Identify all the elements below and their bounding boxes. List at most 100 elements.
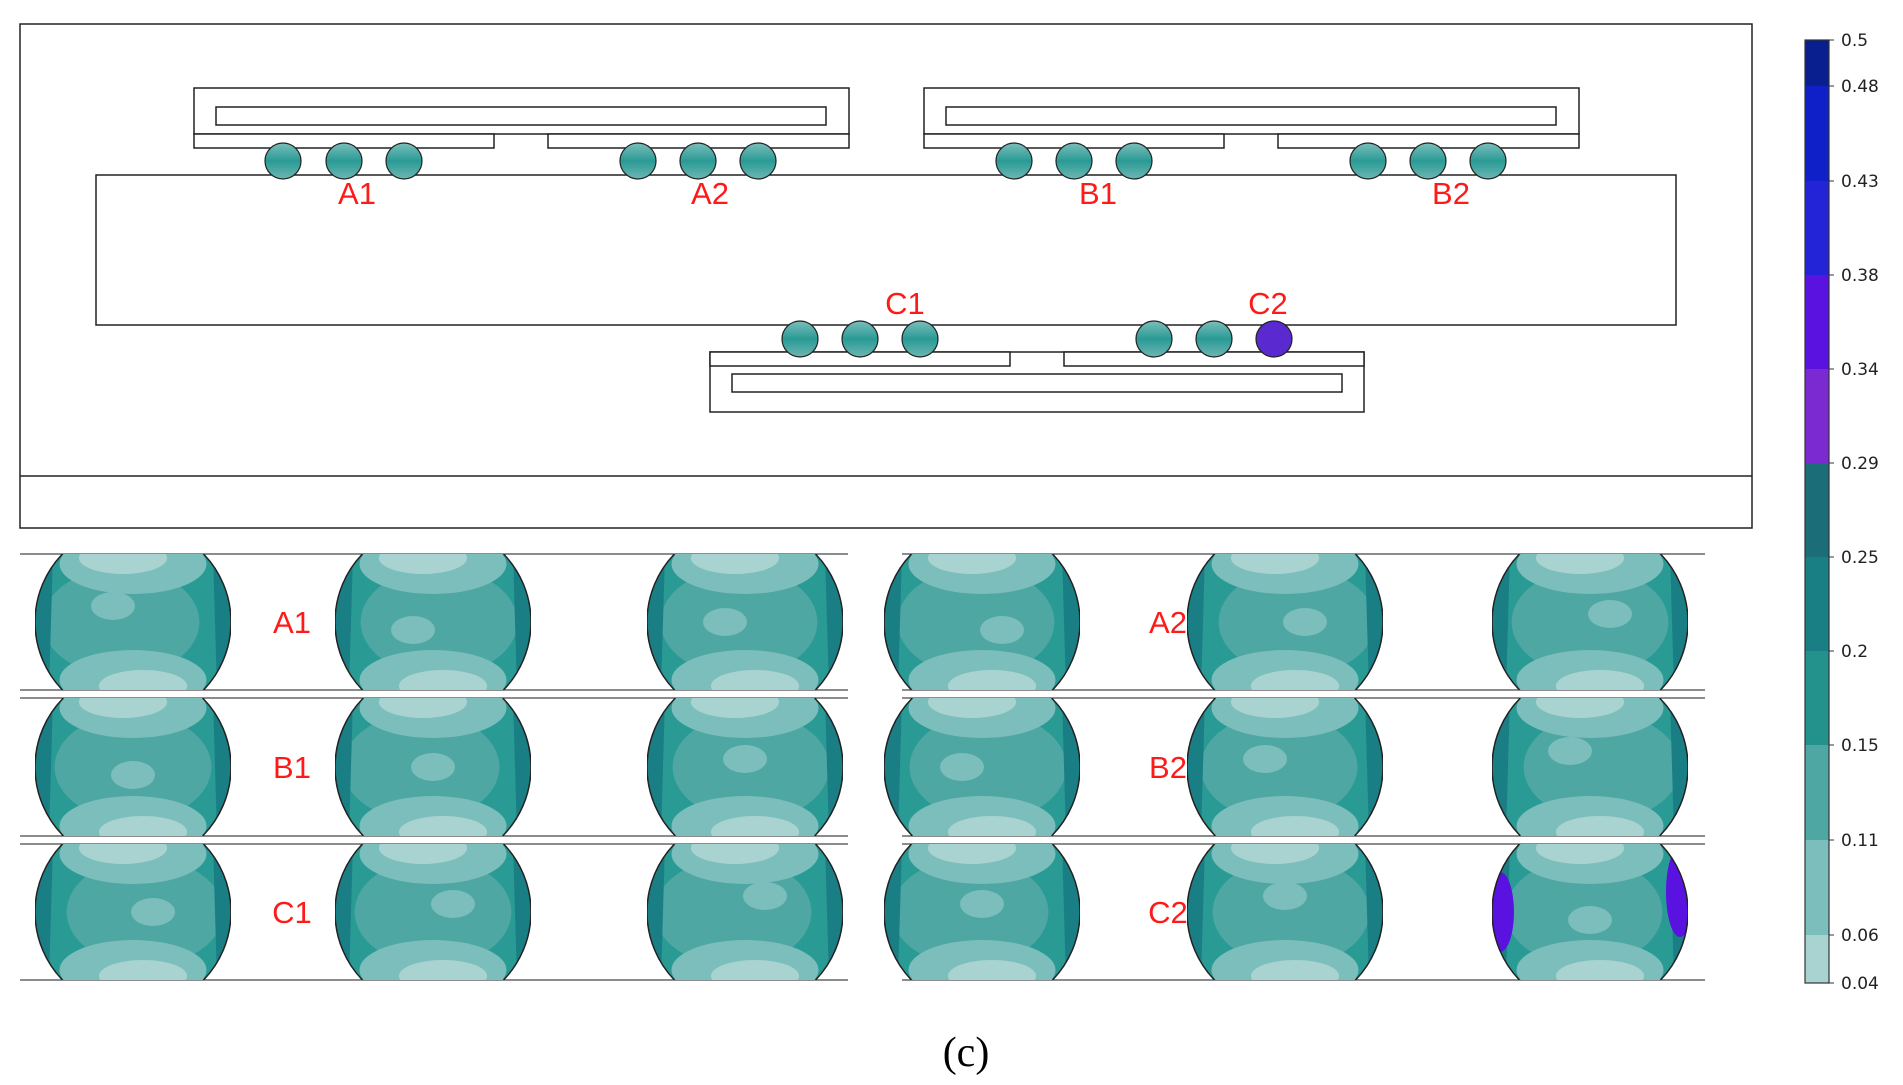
colorbar-tick-label: 0.34 — [1841, 360, 1879, 380]
contour-band — [360, 568, 518, 676]
ball-outline — [814, 698, 843, 836]
contour-band — [411, 753, 455, 781]
contour-band — [710, 670, 800, 690]
colorbar: 0.50.480.430.380.340.290.250.20.150.110.… — [1804, 31, 1879, 994]
colorbar-tick-label: 0.38 — [1841, 266, 1879, 286]
ball-outline — [884, 554, 912, 690]
contour-band — [1511, 568, 1669, 676]
contour-band — [980, 616, 1024, 644]
solder-ball-contour — [1492, 844, 1688, 980]
solder-ball-contour — [884, 554, 1080, 690]
contour-band — [91, 592, 135, 620]
contour-band — [1588, 600, 1632, 628]
contour-band — [947, 816, 1037, 836]
solder-ball-contour — [1492, 554, 1688, 690]
solder-ball — [619, 142, 657, 180]
label-a1: A1 — [338, 176, 376, 211]
ball-outline — [335, 844, 363, 980]
contour-band — [98, 670, 188, 690]
colorbar-segment — [1805, 181, 1829, 275]
solder-ball-contour — [35, 554, 231, 690]
solder-ball — [1255, 320, 1293, 358]
ball-outline — [1051, 698, 1080, 836]
colorbar-tick-label: 0.43 — [1841, 172, 1879, 192]
colorbar-segment — [1805, 86, 1829, 181]
ball-outline — [1187, 698, 1216, 836]
detail-panel-a1: A1 — [20, 553, 848, 691]
contour-band — [927, 844, 1017, 864]
colorbar-tick-label: 0.06 — [1841, 926, 1879, 946]
contour-band — [42, 568, 200, 676]
solder-ball-contour — [884, 698, 1080, 836]
contour-band — [378, 698, 468, 718]
ball-outline — [884, 698, 913, 836]
solder-ball — [1135, 320, 1173, 358]
detail-panel-a2: A2 — [884, 553, 1705, 691]
detail-label: C2 — [1148, 895, 1188, 930]
ball-outline — [1660, 554, 1688, 690]
solder-ball — [325, 142, 363, 180]
ball-outline — [1660, 844, 1688, 980]
solder-ball — [1055, 142, 1093, 180]
contour-band — [1230, 698, 1320, 718]
ball-outline — [335, 698, 364, 836]
solder-ball-contour — [335, 844, 531, 980]
contour-band — [690, 554, 780, 574]
detail-panel-c2: C2 — [884, 843, 1705, 981]
contour-band — [947, 960, 1037, 980]
ball-outline — [1354, 698, 1383, 836]
contour-band — [723, 745, 767, 773]
detail-label: A1 — [273, 605, 311, 640]
contour-band — [398, 960, 488, 980]
colorbar-tick-label: 0.2 — [1841, 642, 1868, 662]
solder-balls-top — [264, 142, 1507, 180]
ball-outline — [1659, 698, 1688, 836]
ball-outline — [1187, 844, 1215, 980]
contour-band — [1568, 906, 1612, 934]
solder-ball-contour — [647, 554, 843, 690]
detail-panel-b1: B1 — [20, 697, 848, 837]
ball-outline — [203, 844, 231, 980]
solder-ball — [901, 320, 939, 358]
detail-panel-b2: B2 — [884, 697, 1705, 837]
contour-band — [1243, 745, 1287, 773]
solder-ball-contour — [35, 844, 231, 980]
contour-band — [940, 753, 984, 781]
ball-outline — [884, 844, 912, 980]
solder-ball — [781, 320, 819, 358]
ball-outline — [1492, 844, 1520, 980]
chip-b — [923, 87, 1580, 149]
contour-band — [1666, 847, 1688, 937]
colorbar-tick-label: 0.5 — [1841, 31, 1868, 51]
ball-outline — [1492, 698, 1521, 836]
colorbar-tick-label: 0.29 — [1841, 454, 1879, 474]
colorbar-segment — [1805, 745, 1829, 840]
ball-outline — [35, 844, 63, 980]
ball-outline — [503, 844, 531, 980]
ball-outline — [202, 698, 231, 836]
colorbar-tick-label: 0.48 — [1841, 77, 1879, 97]
colorbar-segment — [1805, 275, 1829, 369]
contour-band — [960, 890, 1004, 918]
ball-outline — [502, 698, 531, 836]
solder-ball-contour — [647, 698, 843, 836]
contour-band — [98, 816, 188, 836]
solder-ball-contour — [1187, 844, 1383, 980]
solder-balls-bottom — [781, 320, 1293, 358]
contour-band — [1555, 670, 1645, 690]
contour-band — [98, 960, 188, 980]
contour-band — [1548, 737, 1592, 765]
contour-band — [947, 670, 1037, 690]
colorbar-segment — [1805, 463, 1829, 557]
colorbar-tick-label: 0.11 — [1841, 831, 1879, 851]
ball-outline — [647, 844, 675, 980]
ball-outline — [815, 554, 843, 690]
solder-ball — [1115, 142, 1153, 180]
contour-band — [710, 960, 800, 980]
contour-band — [1212, 858, 1370, 966]
solder-ball — [264, 142, 302, 180]
ball-outline — [647, 698, 676, 836]
contour-band — [897, 568, 1055, 676]
ball-outline — [1355, 844, 1383, 980]
colorbar-tick-label: 0.04 — [1841, 974, 1879, 994]
